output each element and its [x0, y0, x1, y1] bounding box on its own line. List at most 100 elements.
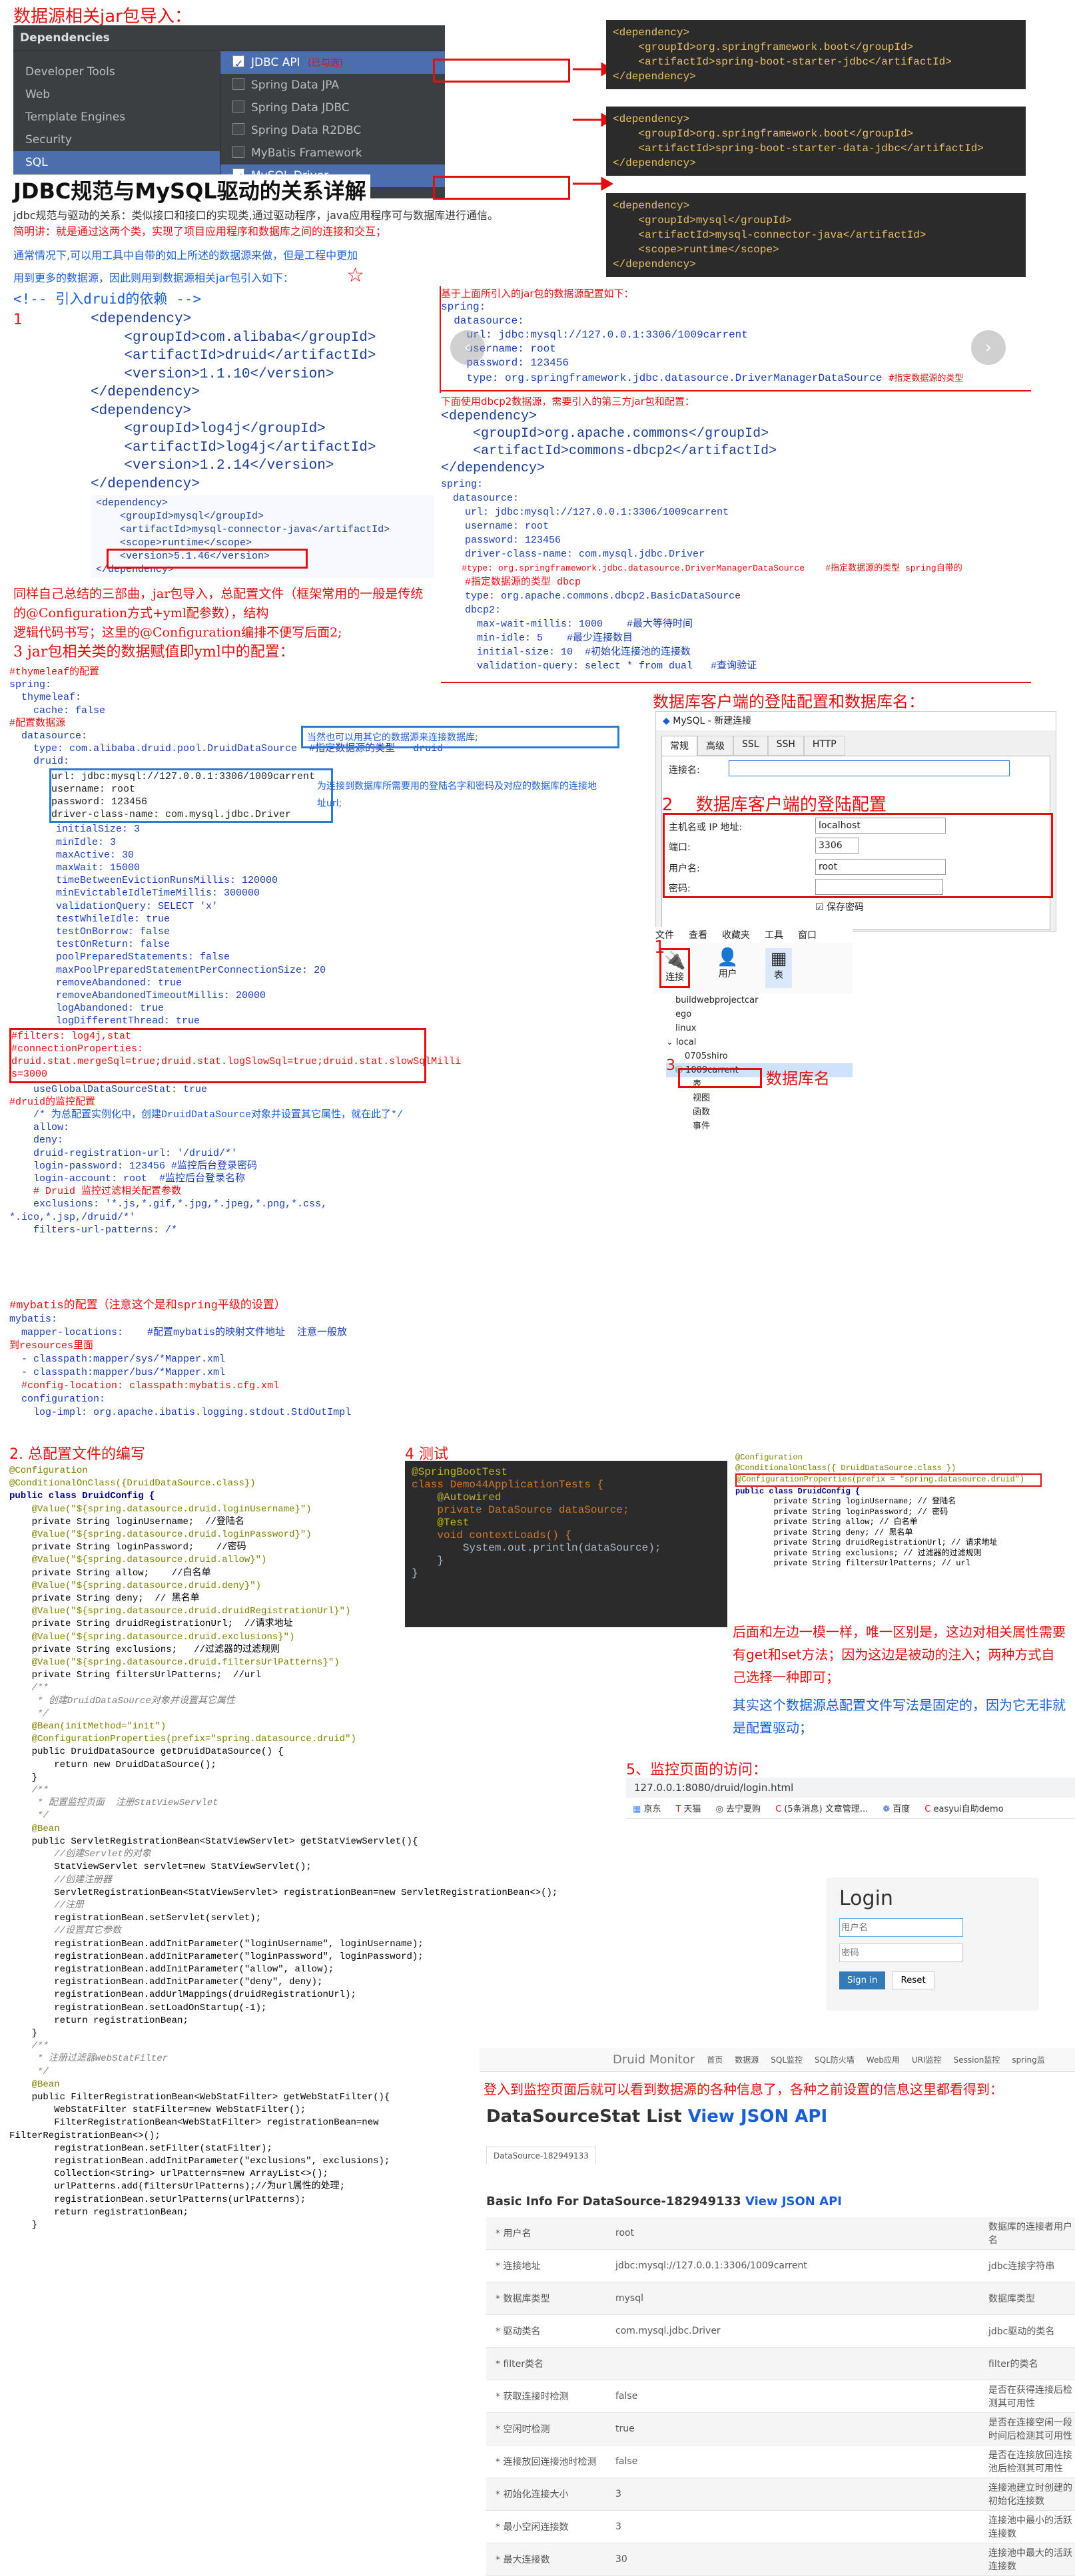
menu-window[interactable]: 窗口 [798, 930, 817, 941]
tab-http[interactable]: HTTP [803, 736, 845, 756]
brand[interactable]: Druid Monitor [613, 2053, 695, 2067]
carousel-prev-button[interactable]: ‹ [450, 330, 485, 365]
tree-item[interactable]: linux [675, 1023, 697, 1033]
menu-file[interactable]: 文件 [655, 930, 674, 941]
dep-spring-data-jdbc[interactable]: Spring Data JDBC [220, 97, 445, 119]
tab-general[interactable]: 常规 [661, 736, 697, 756]
menu-view[interactable]: 查看 [689, 930, 707, 941]
step-1-label: 1 [654, 937, 665, 957]
yml-line: datasource: [441, 315, 524, 327]
tab-ssl[interactable]: SSL [733, 736, 768, 756]
checkbox-icon[interactable]: ☑ [815, 902, 824, 913]
connect-button[interactable]: 🔌 连接 [659, 948, 691, 988]
dep-line: <groupId>mysql</groupId> [96, 511, 264, 522]
baidu-icon: ❁ [883, 1804, 891, 1814]
bookmark[interactable]: ❁ 百度 [883, 1804, 910, 1814]
tree-item[interactable]: 事件 [693, 1121, 711, 1131]
bookmark[interactable]: ◎ 去宁夏购 [715, 1804, 761, 1814]
nav-datasource[interactable]: 数据源 [735, 2055, 759, 2065]
tree-item[interactable]: buildwebprojectcar [675, 995, 759, 1005]
port-input[interactable]: 3306 [815, 838, 859, 854]
code-line: registrationBean.setLoadOnStartup(-1); [9, 2002, 267, 2013]
address-bar[interactable]: 127.0.0.1:8080/druid/login.html [626, 1778, 1075, 1798]
dep-jdbc-api[interactable]: JDBC API (已勾选) [220, 51, 445, 75]
host-input[interactable]: localhost [815, 818, 946, 834]
checkbox-icon[interactable] [232, 146, 244, 158]
dep-line: <dependency> [441, 409, 538, 424]
dep-line: <groupId>org.apache.commons</groupId> [441, 426, 769, 441]
yml-line: spring: [441, 479, 484, 490]
tree-item[interactable]: ego [675, 1009, 692, 1019]
nav-uri[interactable]: URI监控 [911, 2055, 942, 2065]
carousel-next-button[interactable]: › [971, 330, 1006, 365]
code-line: } [412, 1555, 444, 1567]
yml-line: driver-class-name: com.mysql.jdbc.Driver [441, 549, 705, 560]
user-button[interactable]: 👤 用户 [717, 947, 739, 979]
category-web[interactable]: Web [25, 88, 51, 101]
view-json-link[interactable]: View JSON API [687, 2107, 828, 2127]
bookmark[interactable]: T 天猫 [675, 1804, 701, 1814]
checkbox-icon[interactable] [232, 78, 244, 90]
category-security[interactable]: Security [25, 133, 72, 146]
password-input[interactable] [839, 1943, 963, 1962]
yml-line: initial-size: 10 #初始化连接池的连接数 [441, 646, 691, 658]
category-sql[interactable]: SQL [13, 151, 220, 174]
username-input[interactable]: root [815, 859, 946, 875]
view-json-link[interactable]: View JSON API [745, 2194, 842, 2208]
menu-favorites[interactable]: 收藏夹 [722, 930, 750, 941]
bookmark[interactable]: C easyui自助demo [924, 1804, 1004, 1814]
reset-button[interactable]: Reset [892, 1971, 934, 1989]
code-line: } [9, 2219, 38, 2230]
nav-spring[interactable]: spring监 [1012, 2055, 1045, 2065]
yml-line: max-wait-millis: 1000 #最大等待时间 [441, 619, 693, 630]
code-line: public class DruidConfig { [9, 1491, 155, 1502]
dep-spring-data-jpa[interactable]: Spring Data JPA [220, 74, 445, 97]
category-developer-tools[interactable]: Developer Tools [25, 65, 115, 79]
bookmark[interactable]: C (5条消息) 文章管理... [775, 1804, 869, 1814]
checkbox-icon[interactable] [232, 101, 244, 113]
yml-line: datasource: [9, 730, 88, 742]
bookmark[interactable]: ▦ 京东 [633, 1804, 661, 1814]
tree-item[interactable]: 视图 [693, 1093, 711, 1103]
checkbox-icon[interactable] [232, 123, 244, 135]
tab-ssh[interactable]: SSH [767, 736, 804, 756]
sign-in-button[interactable]: Sign in [839, 1971, 886, 1989]
bookmarks-bar: ▦ 京东 T 天猫 ◎ 去宁夏购 C (5条消息) 文章管理... ❁ 百度 C… [626, 1798, 1075, 1819]
highlight-database [678, 1068, 762, 1088]
code-line: } [9, 2027, 38, 2039]
host-label: 主机名或 IP 地址: [669, 822, 743, 833]
dep-spring-data-r2dbc[interactable]: Spring Data R2DBC [220, 119, 445, 142]
code-line: registrationBean.addInitParameter("exclu… [9, 2155, 390, 2167]
dep-box-data-jdbc: <dependency> <groupId>org.springframewor… [606, 107, 1026, 176]
save-password-checkbox[interactable]: ☑ 保存密码 [815, 902, 865, 913]
checkbox-icon[interactable] [232, 53, 244, 75]
divider-red-2 [441, 682, 1031, 683]
yml-line: /* 为总配置实例化中，创建DruidDataSource对象并设置其它属性，就… [9, 1109, 404, 1121]
conn-name-input[interactable] [729, 760, 1010, 776]
tree-item-selected[interactable]: ⛁ 1009carrent [666, 1063, 853, 1077]
tree-item[interactable]: 函数 [693, 1107, 711, 1117]
explain-red: 后面和左边一模一样，唯一区别是，这边对相关属性需要有get和set方法；因为这边… [733, 1624, 1066, 1685]
password-input[interactable] [815, 879, 943, 895]
code-line: /** [9, 1682, 49, 1694]
datasource-tab[interactable]: DataSource-182949133 [486, 2147, 596, 2165]
yml-line: # Druid 监控过滤相关配置参数 [9, 1186, 182, 1198]
nav-home[interactable]: 首页 [707, 2055, 723, 2065]
code-line: */ [9, 2066, 49, 2077]
nav-firewall[interactable]: SQL防火墙 [815, 2055, 855, 2065]
nav-session[interactable]: Session监控 [953, 2055, 1000, 2065]
code-line: registrationBean.addInitParameter("login… [9, 1938, 424, 1949]
yml-line: druid: [9, 756, 70, 768]
menu-tools[interactable]: 工具 [765, 930, 783, 941]
nav-webapp[interactable]: Web应用 [866, 2055, 900, 2065]
table-button[interactable]: ▦ 表 [765, 948, 793, 988]
tab-advanced[interactable]: 高级 [697, 736, 733, 756]
nav-sql[interactable]: SQL监控 [771, 2055, 803, 2065]
tree-item[interactable]: 0705shiro [685, 1051, 728, 1061]
tree-item[interactable]: ⌄ local [666, 1037, 697, 1047]
username-input[interactable] [839, 1918, 963, 1937]
code-line: @Value("${spring.datasource.druid.exclus… [9, 1631, 295, 1643]
dep-mybatis-framework[interactable]: MyBatis Framework [220, 142, 445, 164]
category-template-engines[interactable]: Template Engines [25, 111, 126, 124]
